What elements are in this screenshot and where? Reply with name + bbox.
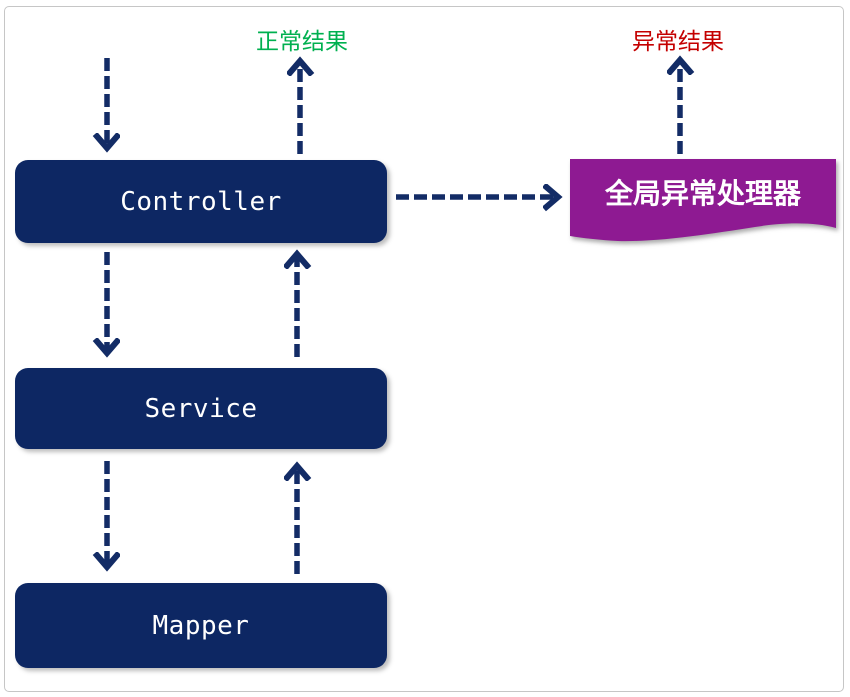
node-controller: Controller bbox=[15, 160, 387, 243]
node-mapper: Mapper bbox=[15, 583, 387, 668]
node-service: Service bbox=[15, 368, 387, 449]
node-exception-handler-label: 全局异常处理器 bbox=[604, 178, 801, 209]
document-shape-icon bbox=[570, 159, 836, 242]
node-exception-handler: 全局异常处理器 bbox=[570, 159, 836, 244]
node-controller-label: Controller bbox=[120, 186, 282, 217]
node-service-label: Service bbox=[144, 393, 258, 424]
label-normal-result: 正常结果 bbox=[256, 28, 348, 54]
label-exception-result: 异常结果 bbox=[632, 28, 724, 54]
node-mapper-label: Mapper bbox=[152, 610, 250, 641]
